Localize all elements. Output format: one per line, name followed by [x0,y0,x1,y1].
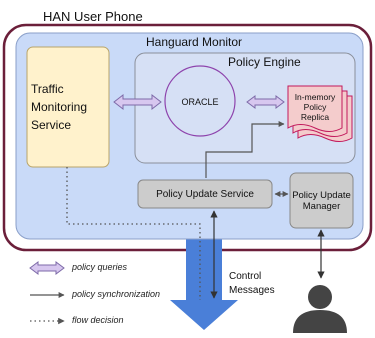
policy-replica-doc-front [287,85,343,132]
policy-update-manager-box [289,172,354,229]
phone-label: HAN User Phone [43,9,143,24]
traffic-monitoring-label: Traffic Monitoring Service [31,82,88,132]
control-messages-label: Control Messages [229,271,275,296]
legend-flow-decision-label: flow decision [72,315,124,325]
oracle-circle [164,65,236,137]
policy-engine-label: Policy Engine [228,55,301,69]
legend-policy-queries-icon [29,261,65,275]
oracle-label: ORACLE [181,97,219,107]
query-arrow-traffic-oracle [113,93,162,111]
policy-update-manager-label: Policy Update Manager [292,189,351,212]
policy-replica-label: In-memory Policy Replica [294,92,336,122]
query-arrow-oracle-replica [246,95,285,109]
policy-update-service-box [137,179,273,209]
legend-policy-queries-label: policy queries [72,262,128,272]
traffic-monitoring-box [26,46,110,168]
sync-line [205,121,285,178]
control-arrow [170,227,238,330]
monitor-label: Hanguard Monitor [146,35,243,49]
legend-policy-sync-label: policy synchronization [72,289,161,299]
policy-update-service-label: Policy Update Service [156,188,254,200]
user-icon [293,285,347,333]
flow-decision-line [66,167,201,300]
